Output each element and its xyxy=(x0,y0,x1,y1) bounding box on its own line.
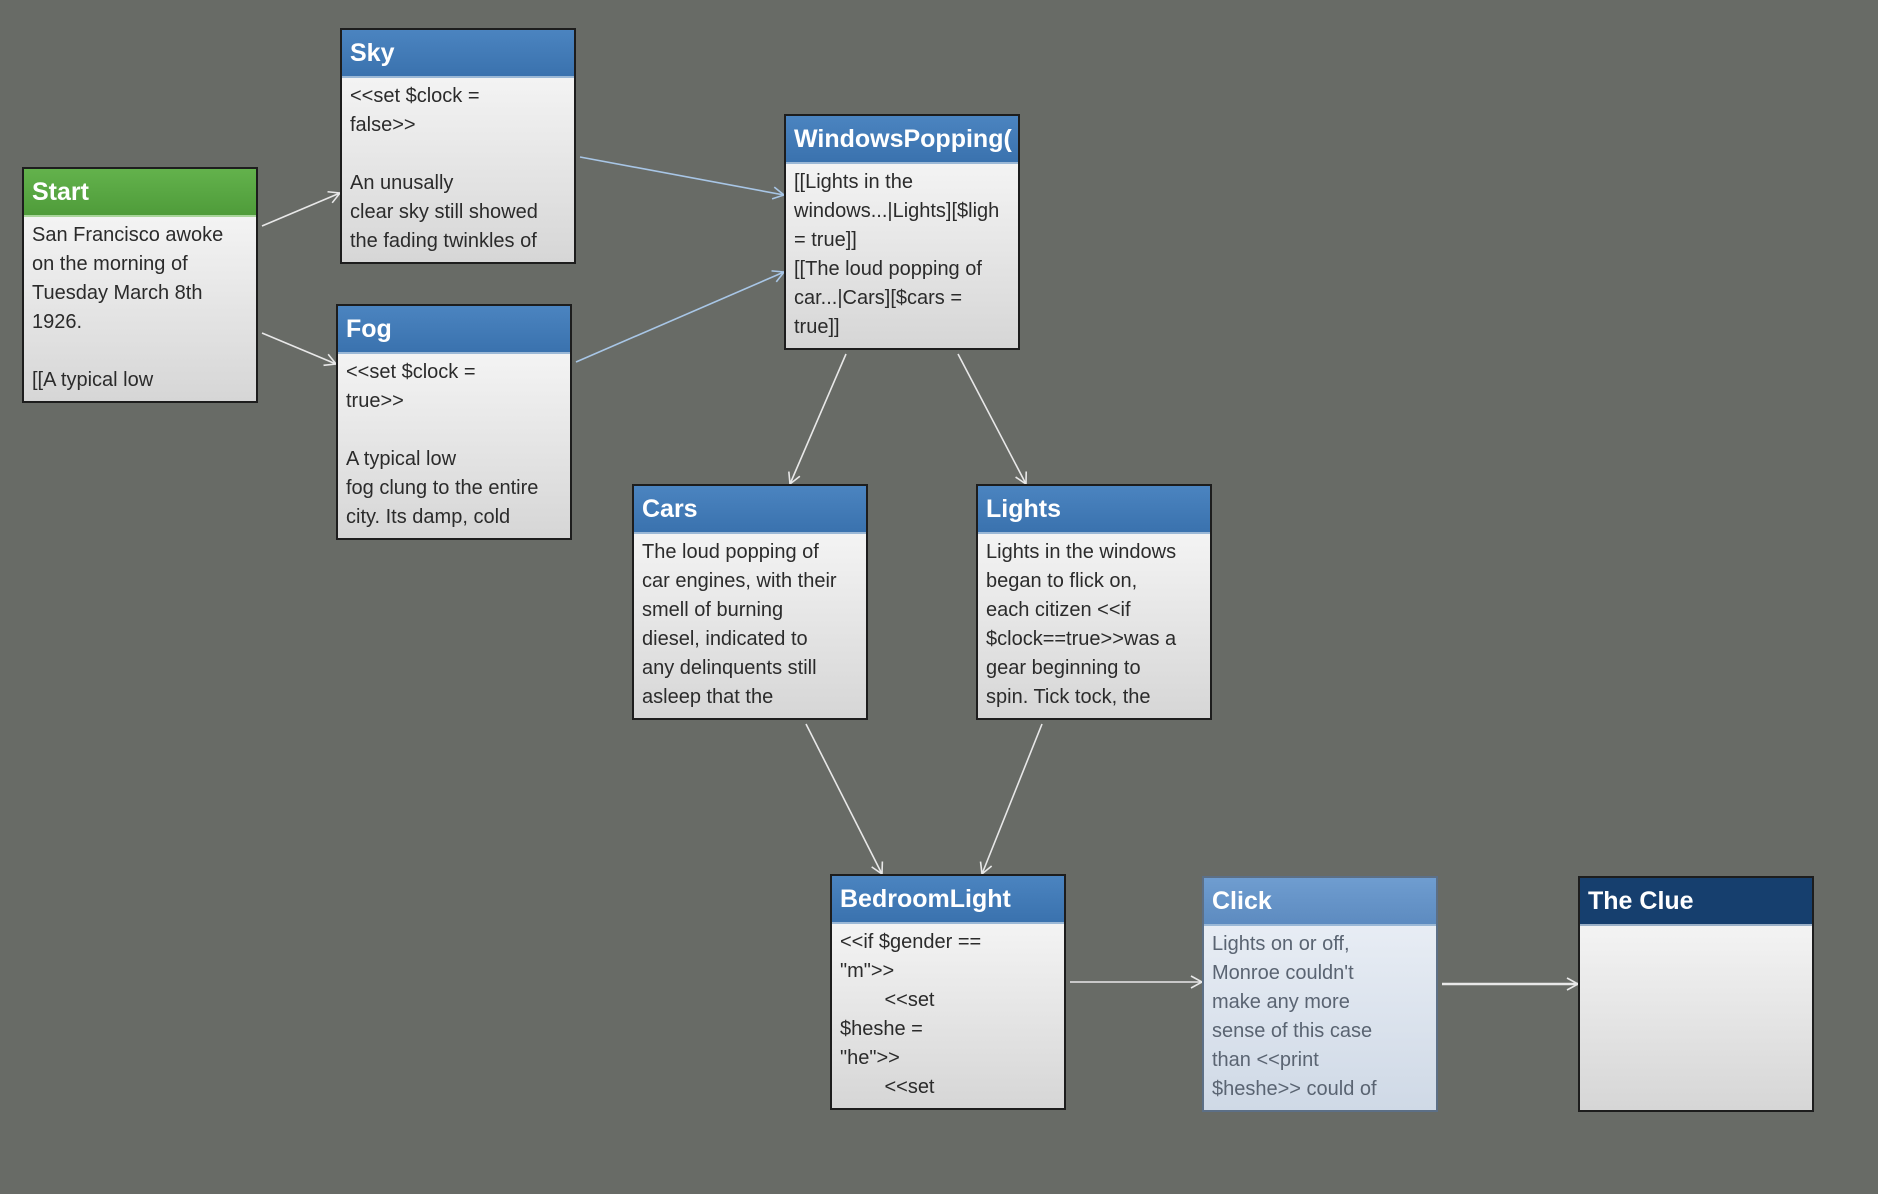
passage-excerpt: Lights in the windows began to flick on,… xyxy=(986,541,1177,708)
passage-bedroom-light[interactable]: BedroomLight <<if $gender == "m">> <<set… xyxy=(830,874,1066,1110)
passage-click[interactable]: Click Lights on or off, Monroe couldn't … xyxy=(1202,876,1438,1112)
link-sky-windows xyxy=(579,156,786,200)
passage-excerpt: <<set $clock = false>> An unusally clear… xyxy=(350,85,538,252)
passage-the-clue[interactable]: The Clue xyxy=(1578,876,1814,1112)
passage-title: Lights xyxy=(978,486,1210,534)
passage-excerpt: The loud popping of car engines, with th… xyxy=(642,541,837,708)
passage-windows-popping[interactable]: WindowsPopping( [[Lights in the windows.… xyxy=(784,114,1020,350)
link-start-sky xyxy=(261,190,342,227)
passage-title: Sky xyxy=(342,30,574,78)
passage-title: Click xyxy=(1204,878,1436,926)
passage-cars[interactable]: Cars The loud popping of car engines, wi… xyxy=(632,484,868,720)
passage-excerpt: <<set $clock = true>> A typical low fog … xyxy=(346,361,539,528)
link-cars-bedroom xyxy=(805,723,884,876)
link-fog-windows xyxy=(575,270,786,363)
passage-excerpt: Lights on or off, Monroe couldn't make a… xyxy=(1212,933,1377,1100)
passage-title: WindowsPopping( xyxy=(786,116,1018,164)
passage-lights[interactable]: Lights Lights in the windows began to fl… xyxy=(976,484,1212,720)
passage-title: BedroomLight xyxy=(832,876,1064,924)
link-start-fog xyxy=(261,332,338,367)
passage-excerpt: <<if $gender == "m">> <<set $heshe = "he… xyxy=(840,931,982,1098)
link-windows-cars xyxy=(788,353,847,486)
passage-excerpt: [[Lights in the windows...|Lights][$ligh… xyxy=(794,171,1000,338)
passage-title: The Clue xyxy=(1580,878,1812,926)
passage-title: Start xyxy=(24,169,256,217)
passage-title: Fog xyxy=(338,306,570,354)
passage-excerpt xyxy=(1580,926,1812,1110)
passage-title: Cars xyxy=(634,486,866,534)
passage-excerpt: San Francisco awoke on the morning of Tu… xyxy=(32,224,224,391)
link-lights-bedroom xyxy=(979,723,1043,876)
passage-fog[interactable]: Fog <<set $clock = true>> A typical low … xyxy=(336,304,572,540)
passage-start[interactable]: Start San Francisco awoke on the morning… xyxy=(22,167,258,403)
passage-sky[interactable]: Sky <<set $clock = false>> An unusally c… xyxy=(340,28,576,264)
link-windows-lights xyxy=(957,353,1028,486)
